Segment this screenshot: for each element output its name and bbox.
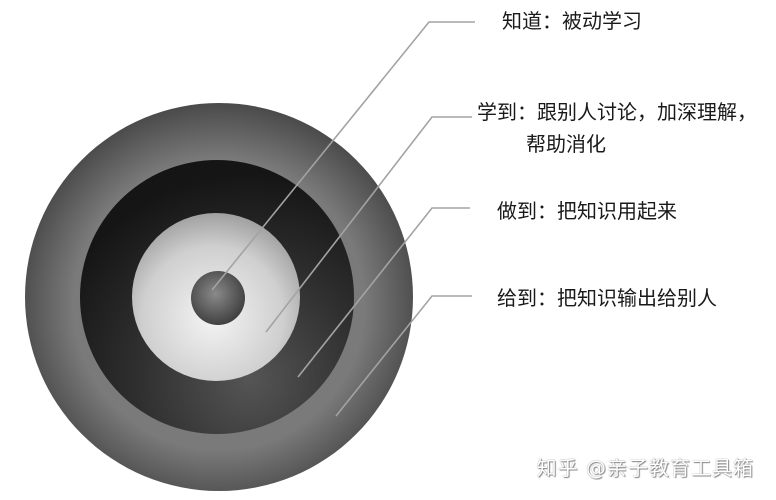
label-know: 知道：被动学习 [502,9,642,33]
leader-line-know [211,21,475,291]
label-give: 给到：把知识输出给别人 [497,286,717,310]
leader-line-learn [265,116,472,333]
label-learn-line2: 帮助消化 [526,132,606,156]
leader-line-do [297,207,470,378]
label-do: 做到：把知识用起来 [497,199,677,223]
leader-line-give [335,295,472,417]
core-circle-know [191,271,245,325]
watermark-text: 知乎 @亲子教育工具箱 [536,456,754,480]
leader-lines [211,21,475,417]
label-learn-line1: 学到：跟别人讨论，加深理解， [477,100,757,124]
